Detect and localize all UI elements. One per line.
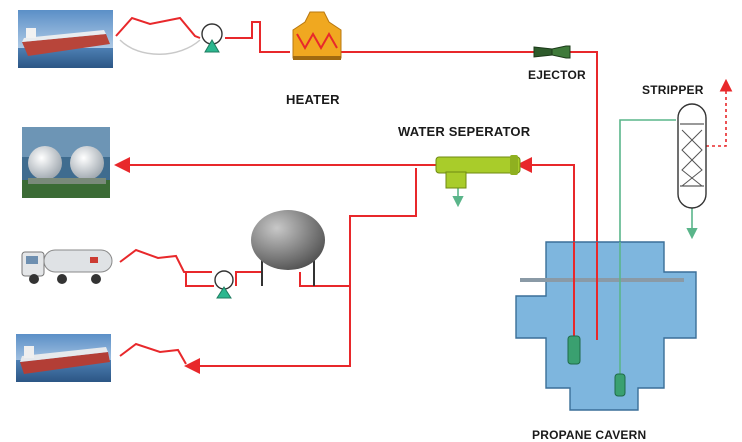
line-pump-to-heater [225, 21, 290, 53]
propane-cavern-label: PROPANE CAVERN [532, 428, 647, 442]
ejector-icon [533, 45, 571, 59]
storage-spheres-image [22, 127, 110, 198]
line-branch-down [184, 168, 417, 374]
submersible-pump-icon [567, 335, 581, 365]
lpg-ship-image [16, 334, 111, 382]
heater-label: HEATER [286, 92, 340, 107]
water-separator-icon [435, 155, 521, 189]
line-pump-to-truck [185, 272, 214, 287]
line-bottom-ship-arm [119, 342, 187, 365]
ejector-label: EJECTOR [528, 68, 586, 82]
pump-icon [201, 23, 223, 53]
stripper-column-icon [677, 103, 707, 209]
loading-arm-curve [119, 39, 201, 55]
tank-truck-image [20, 246, 114, 286]
heater-icon [292, 11, 342, 60]
water-separator-label: WATER SEPERATOR [398, 124, 531, 139]
line-truck-arm [119, 248, 212, 273]
storage-tank-icon [251, 210, 325, 286]
propane-cavern-icon [515, 241, 697, 411]
submersible-pump-icon [614, 373, 626, 397]
line-ship-to-heater [115, 16, 201, 39]
pump-icon [214, 270, 234, 299]
stripper-label: STRIPPER [642, 83, 704, 97]
flow-lines [114, 16, 605, 374]
stripper-overhead-line [706, 78, 733, 147]
tanker-ship-image [18, 10, 113, 68]
line-to-tank [299, 272, 350, 287]
line-tank-to-pump [235, 271, 262, 286]
